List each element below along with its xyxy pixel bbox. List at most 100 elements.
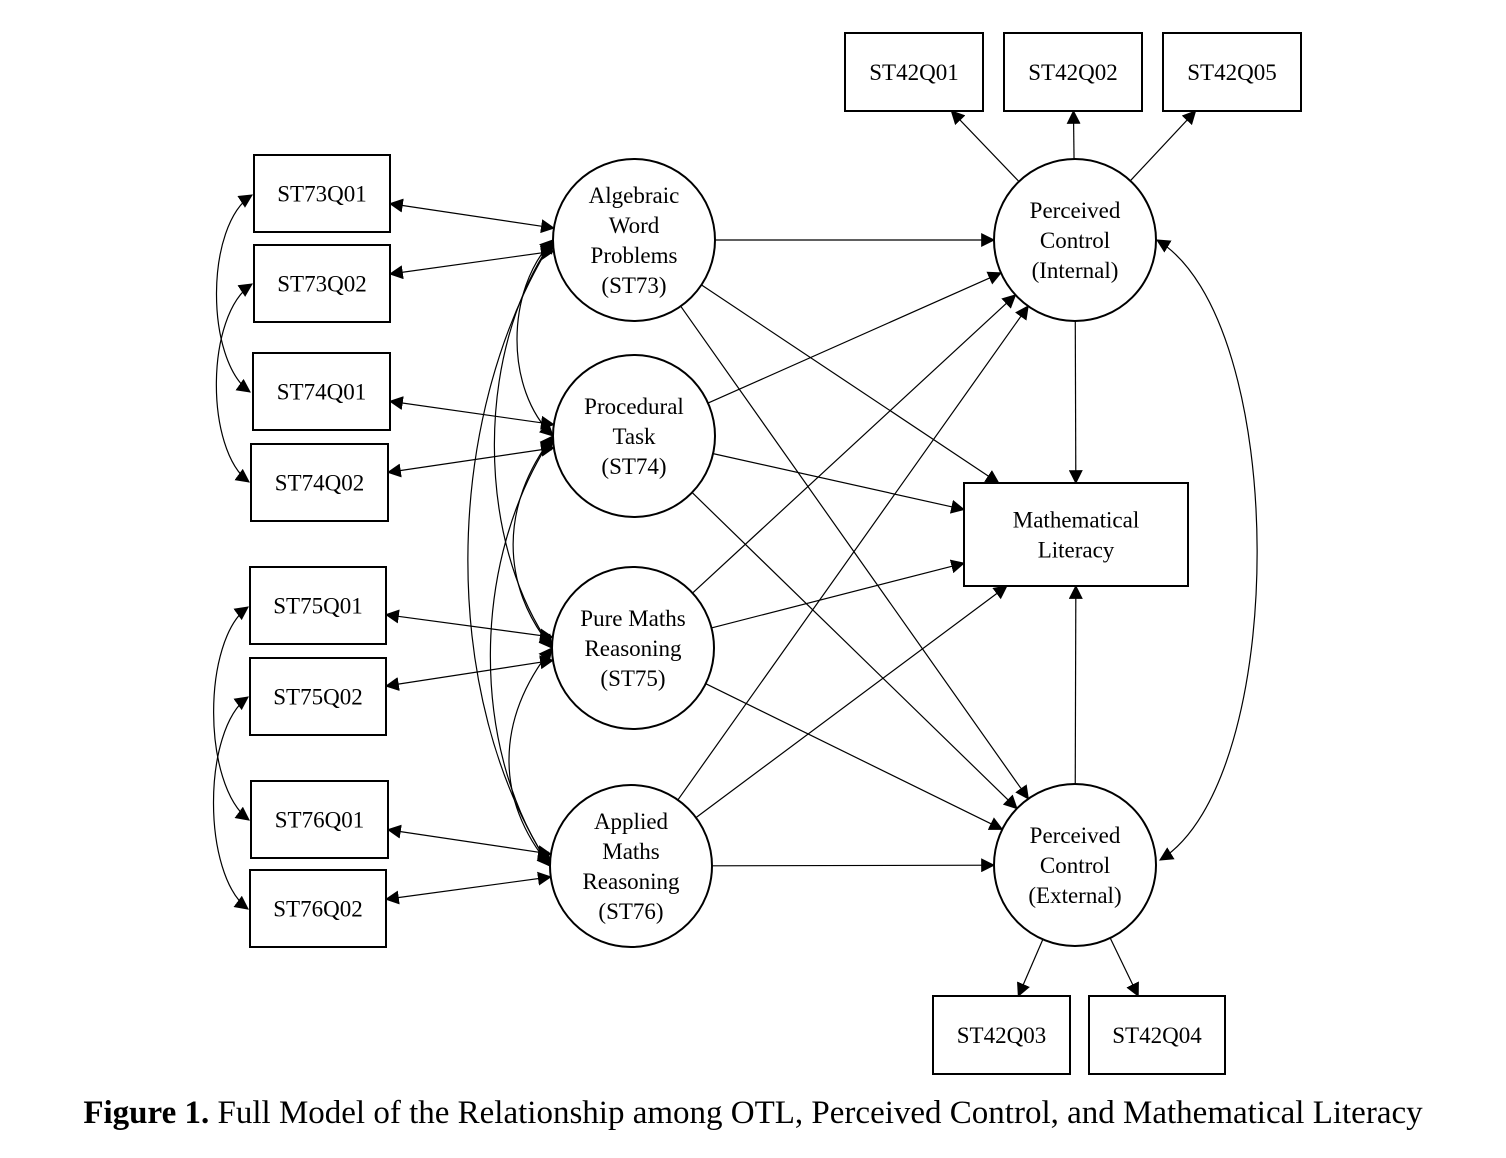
edge-st74-st76 [489, 435, 554, 867]
latent-circle [552, 354, 716, 518]
node-label: (ST76) [598, 899, 663, 924]
edge-st73-st73q01 [388, 198, 556, 234]
edge-pci-st42q01 [950, 110, 1020, 182]
node-label: Control [1040, 853, 1110, 878]
node-label: Problems [591, 243, 678, 268]
figure-caption: Figure 1. Full Model of the Relationship… [0, 1095, 1506, 1132]
caption-text: Full Model of the Relationship among OTL… [209, 1095, 1423, 1131]
node-label: ST42Q01 [869, 60, 958, 85]
observed-box [249, 566, 387, 645]
node-label: Algebraic [589, 183, 680, 208]
observed-box [844, 32, 984, 112]
node-label: Task [612, 424, 656, 449]
node-st42q02: ST42Q02 [1003, 32, 1143, 112]
edge-pci-st42q02 [1066, 109, 1081, 160]
node-st42q01: ST42Q01 [844, 32, 984, 112]
observed-box [250, 780, 389, 859]
node-st76q01: ST76Q01 [250, 780, 389, 859]
latent-circle [549, 784, 713, 948]
node-st42q05: ST42Q05 [1162, 32, 1302, 112]
edge-st73-pce [680, 305, 1029, 800]
edge-st73-st73q02 [388, 246, 555, 280]
node-label: Reasoning [584, 636, 682, 661]
edge-pci-st42q05 [1129, 110, 1197, 182]
path-diagram: ST42Q01 ST42Q02 ST42Q05ST73Q01ST73Q02ST74Q… [213, 32, 1302, 1075]
edge-st73q02-st74q02 [215, 283, 253, 483]
edge-st76-ml [695, 585, 1008, 819]
node-label: Control [1040, 228, 1110, 253]
node-label: ST42Q02 [1028, 60, 1117, 85]
node-st42q03: ST42Q03 [932, 995, 1071, 1075]
node-label: Maths [602, 839, 660, 864]
edge-st75-st76 [508, 647, 553, 867]
observed-box [963, 482, 1189, 587]
edge-st73-st75 [493, 239, 554, 649]
node-label: ST76Q01 [275, 808, 364, 833]
edge-st75-pci [692, 294, 1017, 594]
edge-st76-pci [677, 305, 1029, 801]
node-label: Literacy [1038, 538, 1115, 563]
latent-circle [993, 783, 1157, 947]
edge-pci-ml [1068, 320, 1083, 485]
node-label: ST76Q02 [273, 897, 362, 922]
edge-st75-st75q01 [384, 609, 554, 643]
caption-label: Figure 1. [83, 1095, 210, 1131]
node-label: ST75Q01 [273, 594, 362, 619]
edge-st75-pce [705, 683, 1004, 830]
latent-circle [551, 566, 715, 730]
edge-st74-st74q01 [388, 396, 555, 430]
node-label: Reasoning [582, 869, 680, 894]
node-label: ST74Q02 [275, 471, 364, 496]
node-label: Perceived [1030, 198, 1121, 223]
edge-pci-pce [1156, 239, 1258, 861]
observed-box [253, 154, 391, 233]
latent-circle [552, 158, 716, 322]
node-label: Pure Maths [580, 606, 685, 631]
node-label: ST74Q01 [277, 380, 366, 405]
node-label: Perceived [1030, 823, 1121, 848]
node-st75q01: ST75Q01 [249, 566, 387, 645]
node-st74q01: ST74Q01 [252, 352, 391, 431]
edge-st76-st76q01 [386, 824, 553, 860]
node-st75q02: ST75Q02 [249, 657, 387, 736]
edge-st76-pce [711, 858, 996, 873]
node-label: (ST75) [600, 666, 665, 691]
edge-st74-st74q02 [386, 442, 556, 478]
node-label: ST73Q02 [277, 272, 366, 297]
observed-box [249, 869, 387, 948]
observed-box [252, 352, 391, 431]
edge-st73-ml [701, 284, 1000, 484]
node-label: (Internal) [1032, 258, 1119, 283]
node-label: ST42Q03 [957, 1023, 1046, 1048]
node-label: (ST74) [601, 454, 666, 479]
node-label: ST73Q01 [277, 182, 366, 207]
node-st76q02: ST76Q02 [249, 869, 387, 948]
node-label: ST75Q02 [273, 685, 362, 710]
edge-st74-pci [707, 271, 1003, 404]
edge-st74-st75 [512, 435, 554, 649]
observed-box [1162, 32, 1302, 112]
edge-st74-pce [691, 492, 1018, 810]
node-label: (External) [1028, 883, 1121, 908]
edge-st75q02-st76q02 [213, 696, 249, 910]
observed-box [253, 244, 391, 323]
edge-pce-ml [1068, 584, 1083, 785]
node-label: Word [609, 213, 660, 238]
edge-st73q01-st74q01 [215, 194, 253, 393]
edge-pce-st42q03 [1017, 939, 1044, 998]
edge-pce-st42q04 [1109, 937, 1139, 998]
observed-box [1088, 995, 1226, 1075]
observed-box [932, 995, 1071, 1075]
edge-st73-st76 [467, 239, 554, 867]
edge-st75-st75q02 [384, 655, 555, 691]
edge-st75q01-st76q01 [213, 606, 250, 821]
observed-box [250, 443, 389, 522]
edge-st76-st76q02 [384, 871, 552, 905]
latent-circle [993, 158, 1157, 322]
